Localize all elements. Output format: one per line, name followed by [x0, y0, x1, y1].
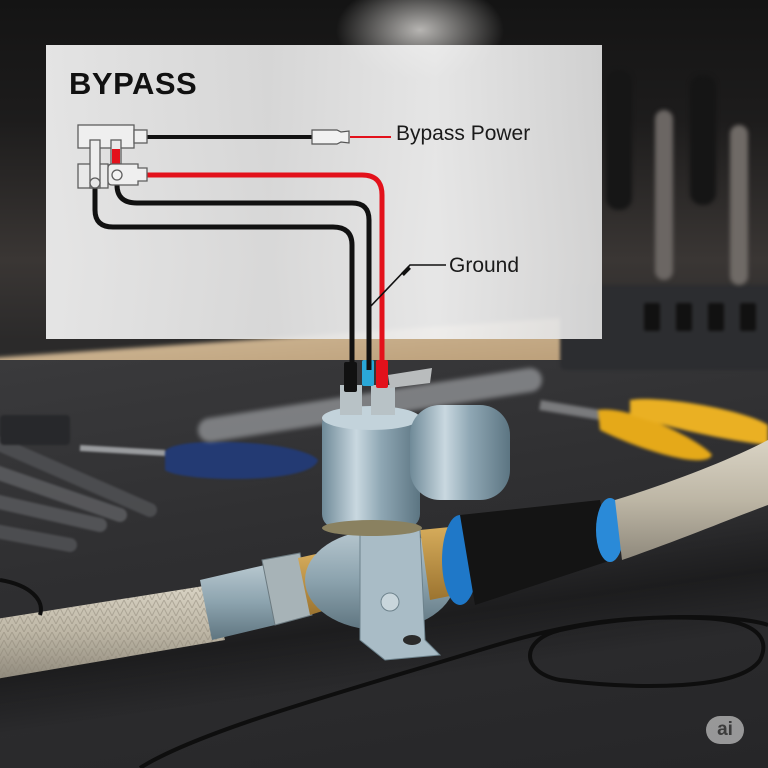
rack-tool-4 [730, 125, 748, 285]
blue-screwdriver [79, 441, 318, 480]
wrench-set [0, 415, 157, 552]
rack-screwdriver-2 [690, 75, 716, 205]
bypass-power-label: Bypass Power [396, 122, 531, 145]
rack-tool-3 [655, 110, 673, 280]
diagram-title: BYPASS [69, 66, 198, 101]
yellow-pliers [539, 399, 768, 461]
rack-screwdriver-1 [606, 70, 632, 210]
ai-generated-badge: ai [706, 716, 744, 744]
ai-badge-text: ai [717, 719, 733, 740]
ground-label: Ground [449, 254, 520, 277]
